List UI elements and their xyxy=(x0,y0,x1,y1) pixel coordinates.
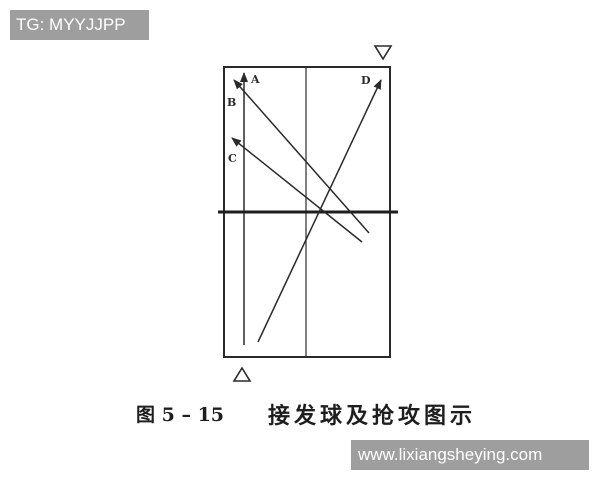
receiver-position-triangle xyxy=(232,366,252,382)
watermark-bottom-right: www.lixiangsheying.com xyxy=(351,440,589,470)
figure-caption: 图 5 – 15 接发球及抢攻图示 xyxy=(136,398,486,429)
arrow-d xyxy=(257,79,382,343)
arrow-label-a: A xyxy=(250,73,260,86)
arrow-label-d: D xyxy=(361,74,371,87)
arrow-c xyxy=(231,137,363,243)
arrow-label-b: B xyxy=(227,96,236,109)
figure-title: 接发球及抢攻图示 xyxy=(268,403,477,429)
arrow-label-c: C xyxy=(228,152,237,165)
figure-number: 图 5 – 15 xyxy=(136,404,225,426)
server-position-triangle xyxy=(373,45,393,61)
watermark-top-left: TG: MYYJJPP xyxy=(10,10,149,40)
arrow-b xyxy=(233,79,370,234)
